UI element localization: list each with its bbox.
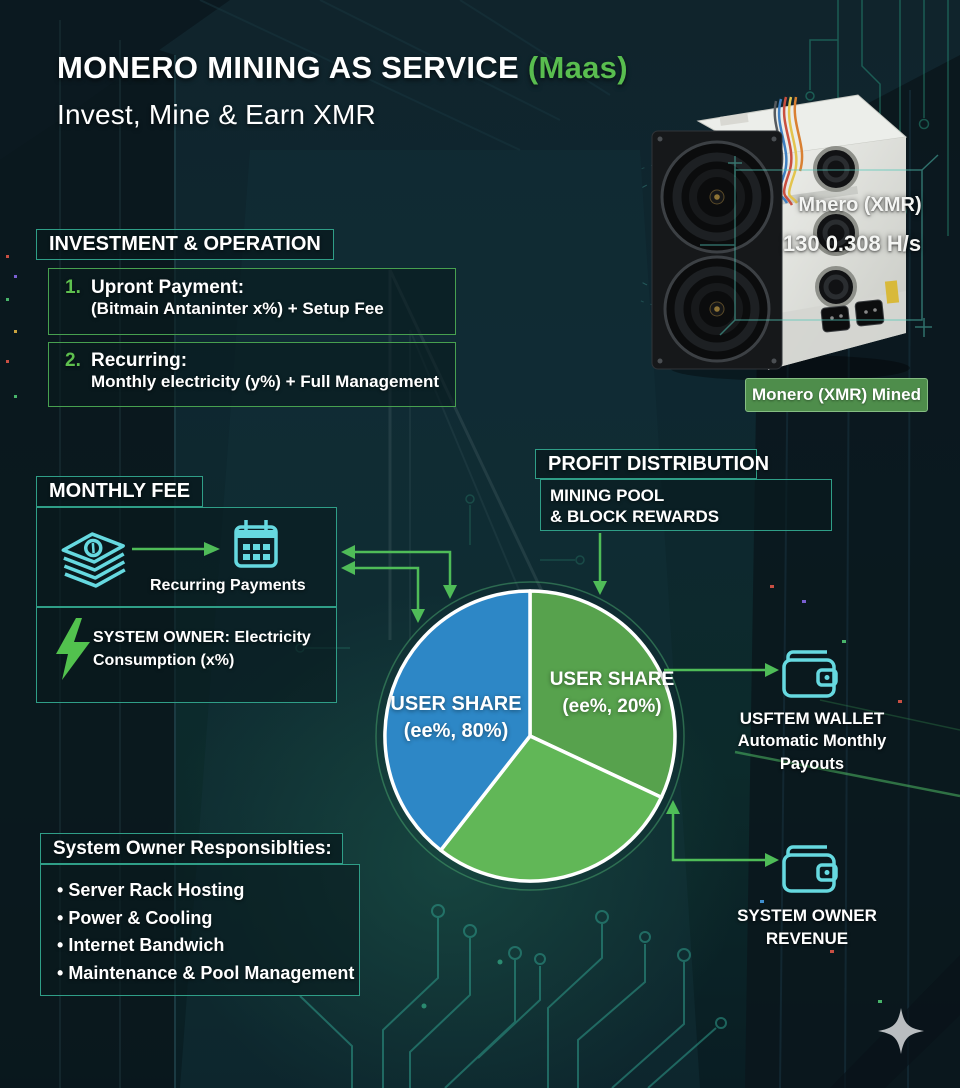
arrow-right-icon bbox=[132, 542, 220, 556]
side-vents bbox=[813, 146, 859, 308]
investment-section-header: INVESTMENT & OPERATION bbox=[36, 229, 334, 260]
pie-slice-user-20 bbox=[528, 589, 677, 800]
hologram-wireframe bbox=[700, 154, 939, 337]
profit-pie-chart bbox=[375, 581, 685, 891]
miner-overlay-coin: Mnero (XMR) bbox=[798, 194, 922, 216]
profit-section-header: PROFIT DISTRIBUTION bbox=[535, 449, 769, 479]
responsibilities-list: Server Rack Hosting Power & Cooling Inte… bbox=[41, 865, 359, 987]
responsibilities-box: Server Rack Hosting Power & Cooling Inte… bbox=[40, 864, 360, 996]
antminer-image bbox=[640, 94, 939, 370]
wallet-icon-owner bbox=[782, 845, 838, 893]
list-item: Power & Cooling bbox=[57, 905, 359, 933]
wallet-icon-user bbox=[782, 650, 838, 698]
page-title-accent: (Maas) bbox=[527, 50, 628, 85]
investment-item-2: 2. Recurring: Monthly electricity (y%) + … bbox=[48, 342, 456, 407]
monthly-fee-payments-box bbox=[36, 507, 337, 607]
item-title: Upront Payment: bbox=[91, 277, 245, 298]
investment-item-1: 1. Upront Payment: (Bitmain Antaninter x%… bbox=[48, 268, 456, 335]
recurring-payments-label: Recurring Payments bbox=[150, 577, 306, 594]
pie-outer-ring bbox=[375, 581, 685, 891]
pie-label-user-share-80: USER SHARE (ee%, 80%) bbox=[390, 693, 522, 742]
mined-coin-badge: Monero (XMR) Mined bbox=[745, 378, 928, 412]
item-number: 2. bbox=[65, 350, 81, 371]
pie-slice-user-80 bbox=[383, 589, 532, 853]
monthly-fee-electricity-box bbox=[36, 607, 337, 703]
sparkle-icon bbox=[878, 1008, 924, 1054]
list-item: Internet Bandwich bbox=[57, 932, 359, 960]
item-desc: (Bitmain Antaninter x%) + Setup Fee bbox=[91, 299, 384, 318]
electricity-consumption-label: SYSTEM OWNER: Electricity Consumption (x… bbox=[93, 629, 311, 669]
page-title-main: MONERO MINING AS SERVICE bbox=[57, 50, 528, 85]
money-stack-icon bbox=[61, 532, 126, 588]
lightning-icon bbox=[56, 618, 90, 680]
pie-slice-unlabeled bbox=[438, 734, 664, 883]
circuit-traces-bottom bbox=[299, 904, 727, 1088]
responsibilities-section-header: System Owner Responsiblties: bbox=[40, 833, 343, 864]
miner-overlay-hashrate: 130 0.308 H/s bbox=[782, 231, 922, 256]
calendar-icon bbox=[234, 520, 278, 568]
server-led-lights bbox=[6, 255, 902, 1003]
owner-revenue-label: SYSTEM OWNER REVENUE bbox=[737, 906, 877, 948]
pie-label-user-share-20: USER SHARE (ee%, 20%) bbox=[549, 669, 675, 717]
list-item: Server Rack Hosting bbox=[57, 877, 359, 905]
user-wallet-label: USFTEM WALLET Automatic Monthly Payouts bbox=[737, 709, 887, 773]
page-title: MONERO MINING AS SERVICE (Maas) bbox=[57, 50, 628, 86]
item-title: Recurring: bbox=[91, 350, 188, 371]
item-desc: Monthly electricity (y%) + Full Manageme… bbox=[91, 372, 440, 391]
monthly-fee-section-header: MONTHLY FEE bbox=[36, 476, 203, 507]
page-subtitle: Invest, Mine & Earn XMR bbox=[57, 99, 376, 130]
item-number: 1. bbox=[65, 277, 81, 298]
list-item: Maintenance & Pool Management bbox=[57, 960, 359, 988]
mining-pool-box: MINING POOL & BLOCK REWARDS bbox=[540, 479, 832, 531]
